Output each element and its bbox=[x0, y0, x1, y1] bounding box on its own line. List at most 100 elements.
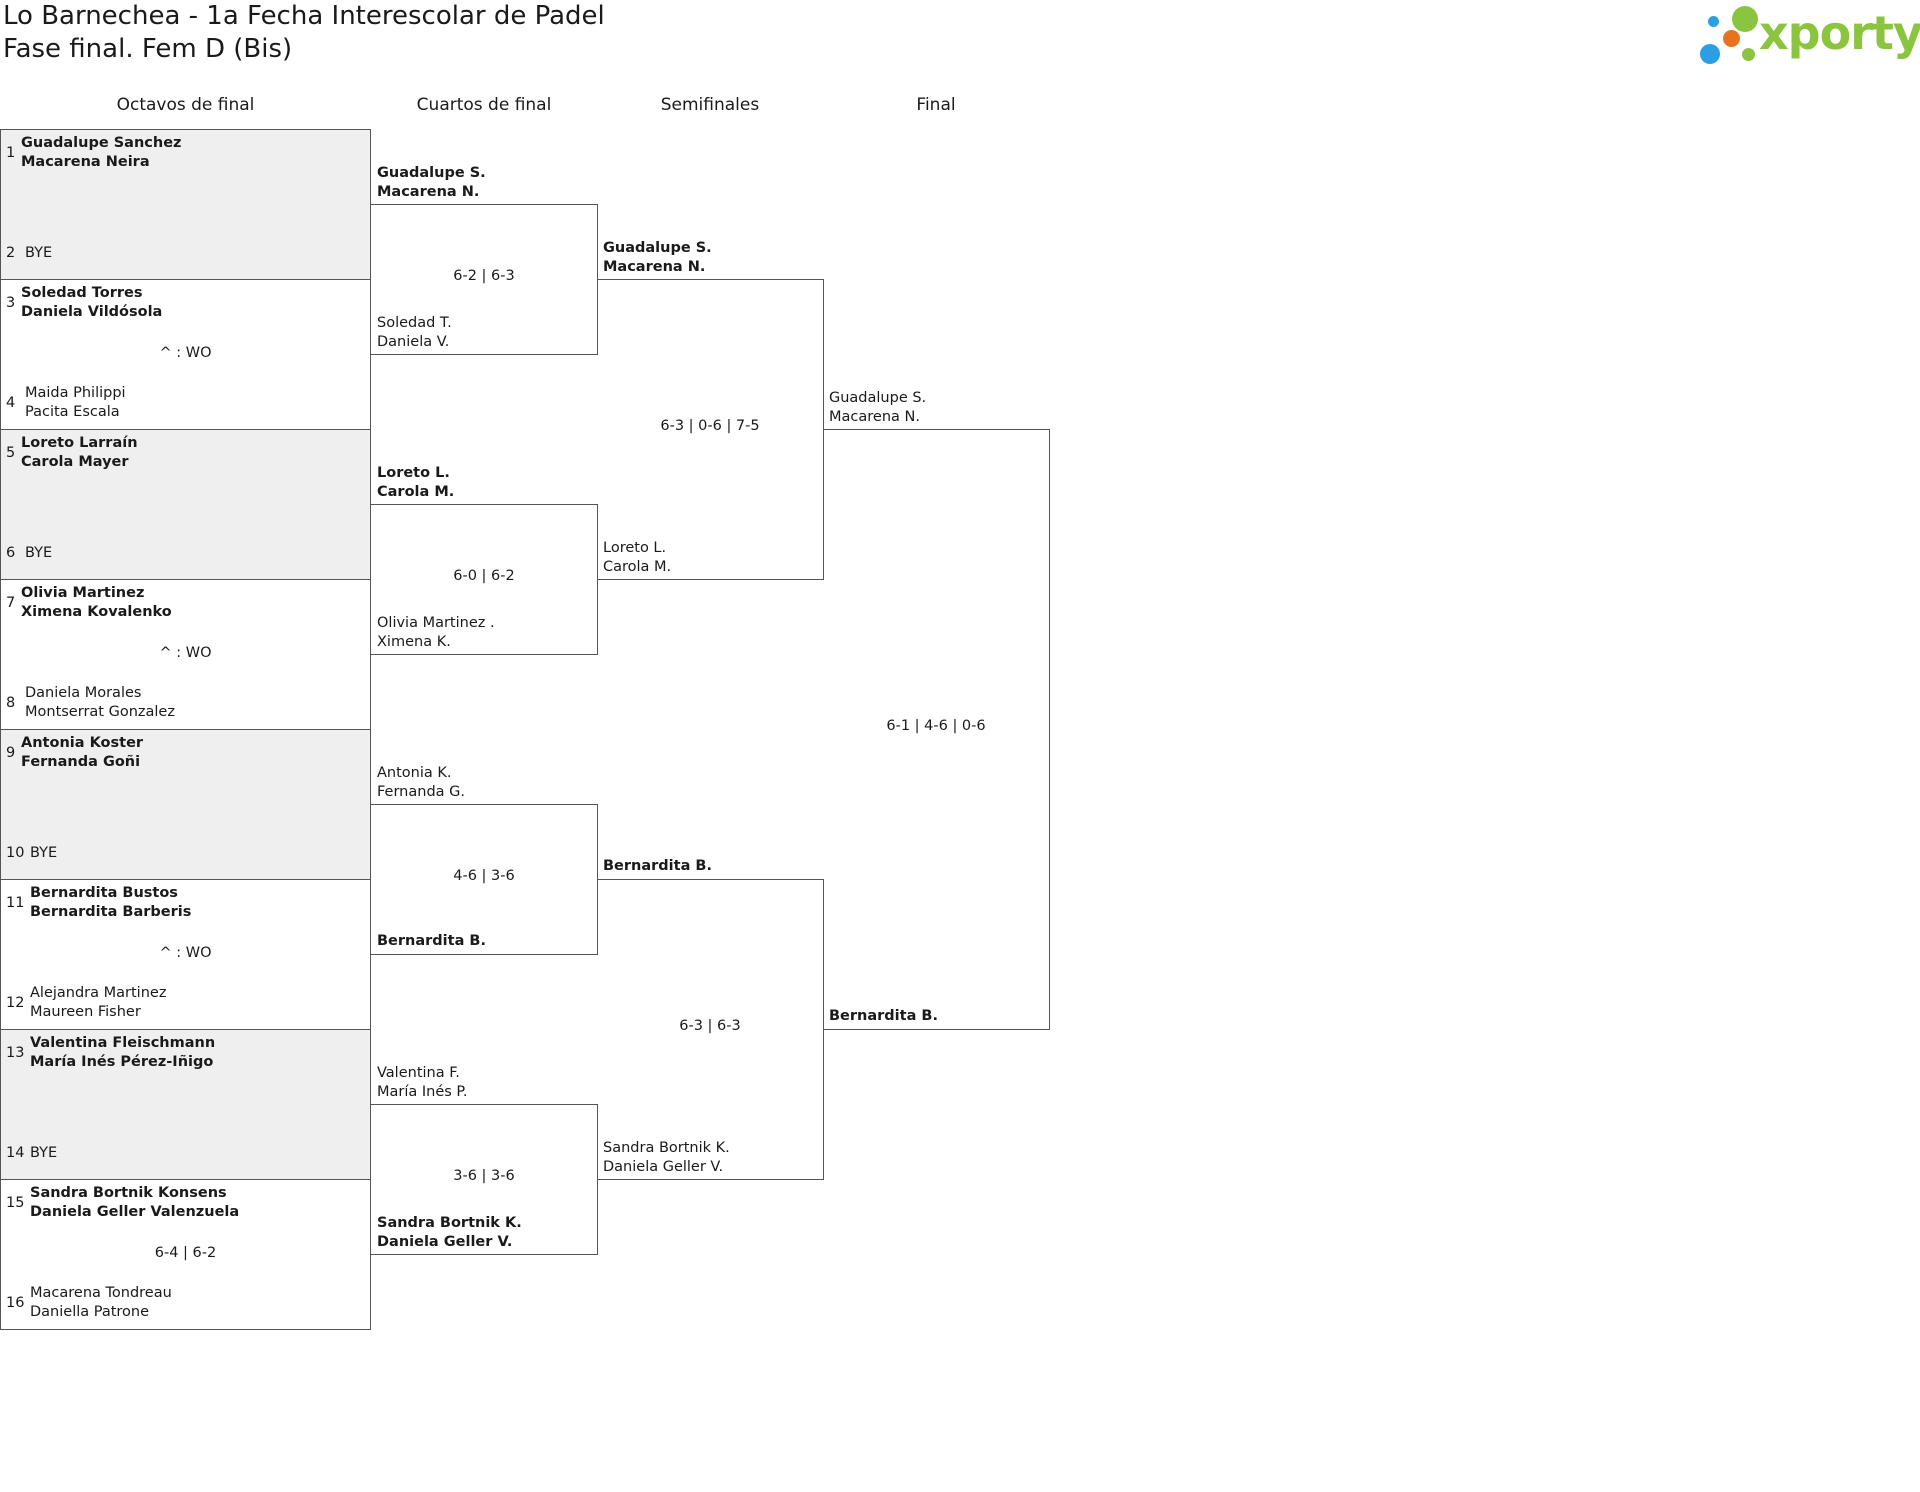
team-name: BYE bbox=[25, 544, 52, 563]
team-name-line-1: Guadalupe S. bbox=[603, 240, 712, 256]
seed-number: 5 bbox=[6, 445, 16, 461]
team-name-line-1: Antonia K. bbox=[377, 765, 452, 781]
team-name: Soledad T. Daniela V. bbox=[377, 314, 452, 352]
seed-number: 16 bbox=[6, 1295, 25, 1311]
team-name-line-2: Maureen Fisher bbox=[30, 1004, 141, 1020]
team-name-line-1: Olivia Martinez bbox=[21, 585, 145, 601]
seed-number: 4 bbox=[6, 395, 16, 411]
seed-number: 12 bbox=[6, 995, 25, 1011]
team-name-line-1: BYE bbox=[30, 845, 58, 861]
header: Lo Barnechea - 1a Fecha Interescolar de … bbox=[3, 0, 605, 66]
team-name-line-2: Ximena K. bbox=[377, 634, 451, 650]
match-octavos-5 bbox=[0, 729, 371, 880]
team-name-line-2: Pacita Escala bbox=[25, 404, 120, 420]
logo-dot-orange bbox=[1723, 30, 1740, 47]
match-score: ^ : WO bbox=[159, 945, 212, 961]
seed-number: 14 bbox=[6, 1145, 25, 1161]
team-name-line-1: Valentina Fleischmann bbox=[30, 1035, 216, 1051]
match-score: 6-0 | 6-2 bbox=[453, 568, 515, 584]
team-name: Olivia Martinez . Ximena K. bbox=[377, 614, 495, 652]
team-name-line-1: Antonia Koster bbox=[21, 735, 144, 751]
match-octavos-7 bbox=[0, 1029, 371, 1180]
team-name: Guadalupe S. Macarena N. bbox=[829, 389, 926, 427]
team-name-line-2: Daniela Geller V. bbox=[377, 1234, 513, 1250]
team-name: Guadalupe S.Macarena N. bbox=[377, 164, 486, 202]
match-final-1 bbox=[823, 429, 1050, 1030]
team-name: Antonia K.Fernanda G. bbox=[377, 764, 465, 802]
team-name-line-1: Bernardita Bustos bbox=[30, 885, 178, 901]
team-name-line-2: Carola M. bbox=[377, 484, 455, 500]
team-name-line-1: Olivia Martinez . bbox=[377, 615, 495, 631]
team-name-line-1: Sandra Bortnik Konsens bbox=[30, 1185, 227, 1201]
team-name-line-1: Bernardita B. bbox=[829, 1008, 938, 1024]
team-name: Loreto L.Carola M. bbox=[377, 464, 454, 502]
team-name-line-1: BYE bbox=[30, 1145, 58, 1161]
logo-dot-blue-small bbox=[1708, 16, 1719, 27]
team-name-line-1: Maida Philippi bbox=[25, 385, 126, 401]
team-name-line-1: Daniela Morales bbox=[25, 685, 142, 701]
match-score: 4-6 | 3-6 bbox=[453, 868, 515, 884]
logo-dot-blue-large bbox=[1700, 44, 1720, 64]
seed-number: 7 bbox=[6, 595, 16, 611]
team-name-line-1: Guadalupe S. bbox=[829, 390, 927, 406]
round-header-cuartos: Cuartos de final bbox=[416, 95, 552, 115]
team-name-line-2: Macarena N. bbox=[829, 409, 920, 425]
match-octavos-1 bbox=[0, 129, 371, 280]
team-name-line-2: Montserrat Gonzalez bbox=[25, 704, 175, 720]
team-name-line-1: BYE bbox=[25, 245, 53, 261]
team-name: Loreto L.Carola M. bbox=[603, 539, 671, 577]
match-score: 6-3 | 6-3 bbox=[679, 1018, 741, 1034]
page-subtitle: Fase final. Fem D (Bis) bbox=[3, 34, 293, 64]
match-score: 3-6 | 3-6 bbox=[453, 1168, 515, 1184]
seed-number: 13 bbox=[6, 1045, 25, 1061]
team-name-line-1: Bernardita B. bbox=[603, 858, 712, 874]
team-name: Bernardita B. bbox=[377, 932, 486, 951]
team-name: Bernardita B. bbox=[829, 1007, 938, 1026]
seed-number: 9 bbox=[6, 745, 16, 761]
team-name-line-2: Fernanda Goñi bbox=[21, 754, 141, 770]
team-name-line-1: Macarena Tondreau bbox=[30, 1285, 172, 1301]
round-header-octavos: Octavos de final bbox=[116, 95, 255, 115]
team-name-line-2: María Inés Pérez-Iñigo bbox=[30, 1054, 214, 1070]
team-name-line-1: Alejandra Martinez bbox=[30, 985, 167, 1001]
logo-text: xporty bbox=[1759, 6, 1920, 60]
page-title: Lo Barnechea - 1a Fecha Interescolar de … bbox=[3, 1, 605, 31]
team-name-line-1: Loreto L. bbox=[603, 540, 667, 556]
seed-number: 3 bbox=[6, 295, 16, 311]
team-name-line-2: María Inés P. bbox=[377, 1084, 468, 1100]
seed-number: 1 bbox=[6, 145, 16, 161]
match-score: 6-4 | 6-2 bbox=[154, 1245, 217, 1261]
match-octavos-3 bbox=[0, 429, 371, 580]
team-name-line-1: Guadalupe Sanchez bbox=[21, 135, 182, 151]
team-name-line-2: Daniela Vildósola bbox=[21, 304, 163, 320]
seed-number: 15 bbox=[6, 1195, 25, 1211]
team-name-line-1: Soledad T. bbox=[377, 315, 452, 331]
xporty-logo: xporty bbox=[1695, 4, 1920, 70]
team-name-line-2: Macarena Neira bbox=[21, 154, 150, 170]
team-name: Bernardita B. bbox=[603, 857, 712, 876]
team-name-line-2: Daniela V. bbox=[377, 334, 450, 350]
seed-number: 11 bbox=[6, 895, 25, 911]
team-name-line-1: Valentina F. bbox=[377, 1065, 460, 1081]
team-name-line-1: Bernardita B. bbox=[377, 933, 486, 949]
team-name-line-2: Macarena N. bbox=[377, 184, 480, 200]
logo-dot-green-small bbox=[1742, 48, 1755, 61]
team-name: Valentina F. María Inés P. bbox=[377, 1064, 468, 1102]
team-name: Guadalupe S.Macarena N. bbox=[603, 239, 712, 277]
match-score: ^ : WO bbox=[159, 345, 212, 361]
round-header-final: Final bbox=[916, 95, 956, 115]
team-name-line-2: Carola Mayer bbox=[21, 454, 129, 470]
team-name-line-2: Ximena Kovalenko bbox=[21, 604, 172, 620]
match-score: 6-1 | 4-6 | 0-6 bbox=[886, 718, 986, 734]
seed-number: 8 bbox=[6, 695, 16, 711]
team-name-line-1: Sandra Bortnik K. bbox=[603, 1140, 730, 1156]
team-name: BYE bbox=[25, 244, 52, 263]
seed-number: 10 bbox=[6, 845, 25, 861]
match-score: ^ : WO bbox=[159, 645, 212, 661]
